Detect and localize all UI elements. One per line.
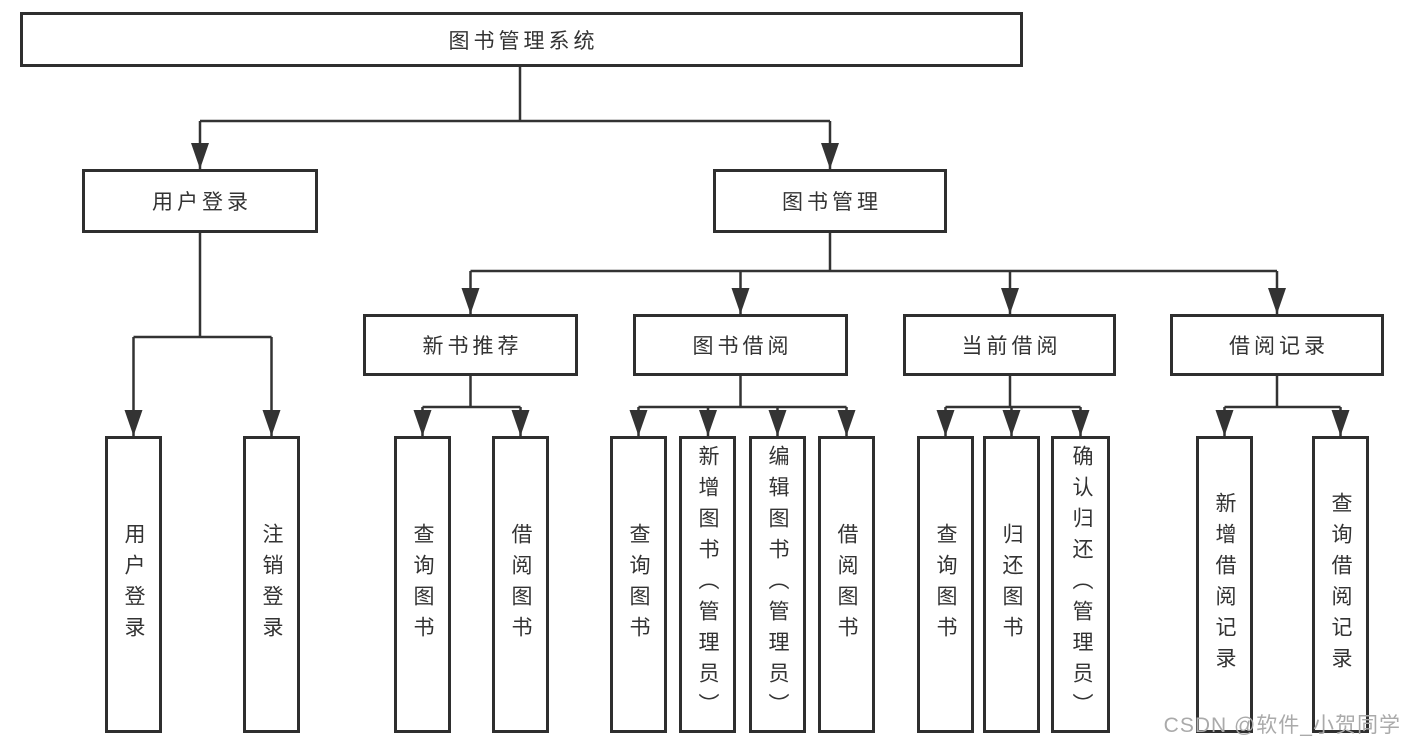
leaf-return-books: 归还图书 bbox=[983, 436, 1040, 733]
arrow-down-icon bbox=[731, 288, 750, 314]
node-user-login: 用户登录 bbox=[82, 169, 318, 233]
leaf-edit-book-admin: 编辑图书（管理员） bbox=[749, 436, 806, 733]
leaf-user-login: 用户登录 bbox=[105, 436, 162, 733]
leaf-logout: 注销登录 bbox=[243, 436, 300, 733]
node-new-book-recommendation: 新书推荐 bbox=[363, 314, 578, 376]
connector-root-to-level2 bbox=[191, 67, 839, 169]
arrow-down-icon bbox=[1001, 288, 1019, 314]
arrow-down-icon bbox=[1002, 410, 1021, 436]
arrow-down-icon bbox=[124, 410, 143, 436]
arrow-down-icon bbox=[413, 410, 432, 436]
connector-book-management-to-level3 bbox=[461, 233, 1286, 314]
connector-current-borrowing-to-leaves bbox=[936, 376, 1090, 436]
leaf-query-borrowing-record: 查询借阅记录 bbox=[1312, 436, 1369, 733]
arrow-down-icon bbox=[936, 410, 955, 436]
arrow-down-icon bbox=[821, 143, 839, 169]
arrow-down-icon bbox=[699, 410, 717, 436]
arrow-down-icon bbox=[191, 143, 209, 169]
watermark: CSDN @软件_小贺同学 bbox=[1163, 714, 1401, 737]
arrow-down-icon bbox=[511, 410, 530, 436]
node-book-management: 图书管理 bbox=[713, 169, 947, 233]
leaf-query-books-recommendation: 查询图书 bbox=[394, 436, 451, 733]
leaf-add-book-admin: 新增图书（管理员） bbox=[679, 436, 736, 733]
node-current-borrowing: 当前借阅 bbox=[903, 314, 1116, 376]
leaf-borrow-books-recommendation: 借阅图书 bbox=[492, 436, 549, 733]
leaf-confirm-return-admin: 确认归还（管理员） bbox=[1051, 436, 1110, 733]
leaf-query-books-borrowing: 查询图书 bbox=[610, 436, 667, 733]
arrow-down-icon bbox=[837, 410, 856, 436]
arrow-down-icon bbox=[461, 288, 480, 314]
leaf-query-books-current: 查询图书 bbox=[917, 436, 974, 733]
connector-borrowing-records-to-leaves bbox=[1215, 376, 1350, 436]
arrow-down-icon bbox=[1331, 410, 1350, 436]
arrow-down-icon bbox=[1071, 410, 1090, 436]
leaf-add-borrowing-record: 新增借阅记录 bbox=[1196, 436, 1253, 733]
arrow-down-icon bbox=[629, 410, 648, 436]
node-book-borrowing: 图书借阅 bbox=[633, 314, 848, 376]
arrow-down-icon bbox=[768, 410, 787, 436]
connector-book-borrowing-to-leaves bbox=[629, 376, 856, 436]
arrow-down-icon bbox=[1215, 410, 1234, 436]
connector-recommendation-to-leaves bbox=[413, 376, 530, 436]
connector-user-login-to-leaves bbox=[124, 233, 281, 436]
node-library-management-system: 图书管理系统 bbox=[20, 12, 1023, 67]
leaf-borrow-books-borrowing: 借阅图书 bbox=[818, 436, 875, 733]
node-borrowing-records: 借阅记录 bbox=[1170, 314, 1384, 376]
arrow-down-icon bbox=[262, 410, 281, 436]
arrow-down-icon bbox=[1268, 288, 1286, 314]
